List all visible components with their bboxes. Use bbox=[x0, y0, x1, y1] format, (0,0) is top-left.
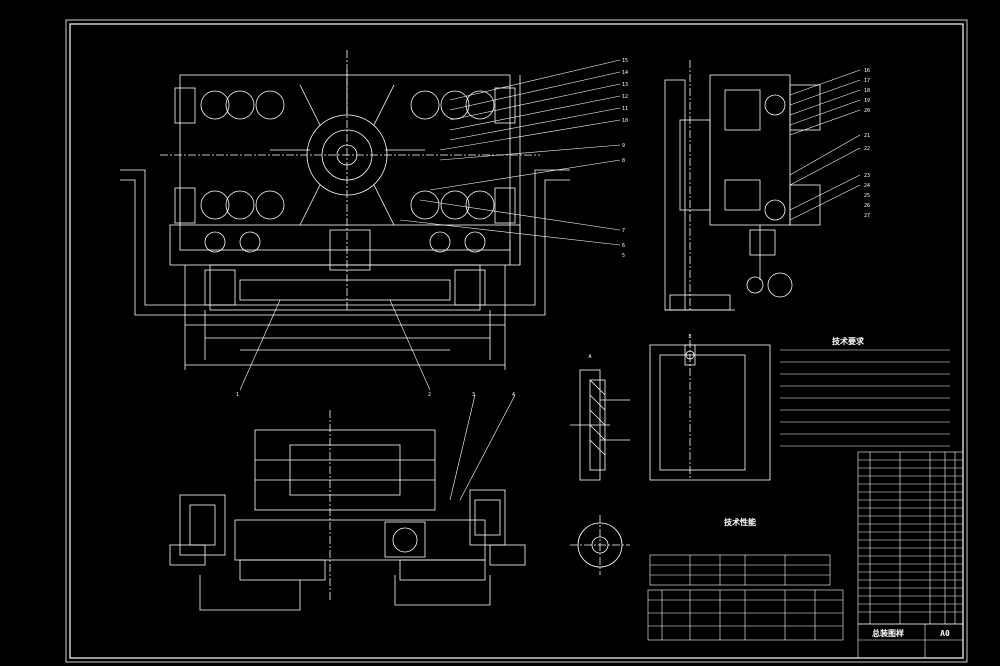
side-view bbox=[664, 60, 821, 311]
leader-number: 24 bbox=[864, 183, 870, 189]
leader-number: 14 bbox=[622, 70, 628, 76]
leader-number: 12 bbox=[622, 94, 628, 100]
leader-number: 19 bbox=[864, 98, 870, 104]
performance-table bbox=[647, 554, 844, 641]
leader-labels-bottom: 1 2 3 4 bbox=[236, 392, 515, 398]
leader-number: 15 bbox=[622, 58, 628, 64]
detail-b-view bbox=[570, 340, 771, 575]
leader-number: 18 bbox=[864, 88, 870, 94]
inner-border bbox=[69, 23, 964, 659]
parts-list bbox=[857, 451, 964, 659]
leader-number: 7 bbox=[622, 228, 625, 234]
leader-number: 27 bbox=[864, 213, 870, 219]
leader-number: 1 bbox=[236, 392, 239, 398]
leader-number: 21 bbox=[864, 133, 870, 139]
leader-number: 3 bbox=[472, 392, 475, 398]
tech-performance-title: 技术性能 bbox=[724, 517, 756, 527]
leader-number: 22 bbox=[864, 146, 870, 152]
leader-labels-right: 16 17 18 19 20 21 22 23 24 25 26 27 bbox=[864, 68, 870, 219]
leader-number: 13 bbox=[622, 82, 628, 88]
leader-number: 20 bbox=[864, 108, 870, 114]
plan-view bbox=[169, 410, 526, 611]
front-view bbox=[120, 50, 570, 370]
leader-number: 5 bbox=[622, 253, 625, 259]
leader-number: 9 bbox=[622, 143, 625, 149]
leader-number: 2 bbox=[428, 392, 431, 398]
leader-number: 23 bbox=[864, 173, 870, 179]
tech-requirements-block bbox=[780, 349, 950, 447]
leader-labels-left: 15 14 13 12 11 10 9 8 7 6 5 bbox=[622, 58, 628, 259]
leader-number: 25 bbox=[864, 193, 870, 199]
section-label: A bbox=[588, 354, 591, 360]
leader-number: 17 bbox=[864, 78, 870, 84]
leader-number: 8 bbox=[622, 158, 625, 164]
leader-number: 16 bbox=[864, 68, 870, 74]
detail-label: B bbox=[688, 334, 691, 340]
detail-section-a bbox=[570, 369, 630, 481]
sheet-size: A0 bbox=[940, 629, 950, 638]
leader-lines bbox=[239, 59, 861, 501]
tech-requirements-title: 技术要求 bbox=[832, 336, 865, 346]
leader-number: 26 bbox=[864, 203, 870, 209]
leader-number: 6 bbox=[622, 243, 625, 249]
leader-number: 11 bbox=[622, 106, 628, 112]
leader-number: 10 bbox=[622, 118, 628, 124]
leader-number: 4 bbox=[512, 392, 515, 398]
sheet-border bbox=[65, 19, 968, 663]
sheet-title: 总装图样 bbox=[872, 628, 904, 638]
